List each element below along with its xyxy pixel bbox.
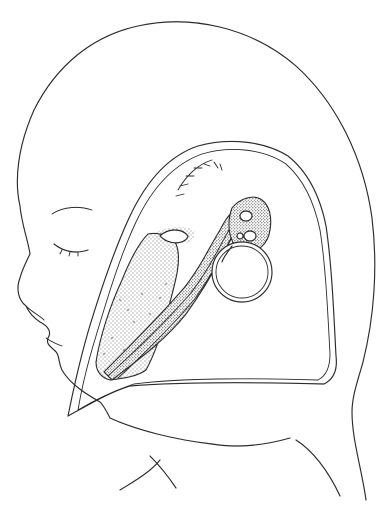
head-outline [17,22,374,362]
round-sac [212,242,272,302]
eye-closed [54,244,88,252]
vesicle-lower [244,231,256,241]
hatched-region [176,160,222,196]
shoulder-back [296,440,340,496]
shoulder-line [150,456,176,488]
arm-line [212,438,290,446]
neck-back [352,362,366,500]
eyebrow [52,207,92,214]
vesicle-small [237,233,243,239]
vesicle-upper [240,211,252,221]
neck-front [110,418,212,444]
face-profile [18,278,110,418]
chest-line [120,460,160,490]
